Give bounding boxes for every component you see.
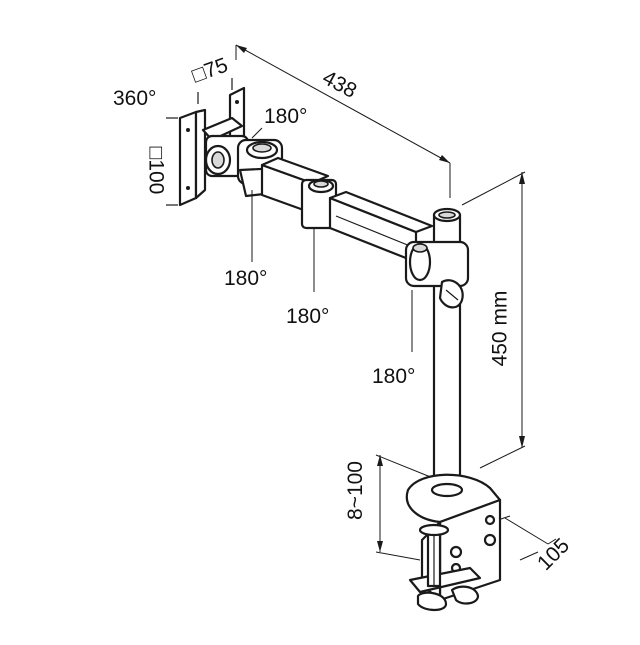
arm-length-dimension [235,44,451,198]
rotation-360-label: 360° [113,87,157,110]
vesa-100-label: □100 [144,146,168,195]
arm-segment-rear [328,190,434,264]
joint1-rotation-label: 180° [224,267,268,290]
desk-clamp [405,473,502,612]
rotation-leaders [251,127,413,352]
clamp-range-dimension [375,454,439,561]
pole-collar [404,240,470,309]
arm-segment-front [260,156,338,230]
pole-height-label: 450 mm [488,290,512,367]
pole-height-dimension [461,171,526,469]
tilt-rotation-label: 180° [264,105,308,128]
vesa-plate [166,78,246,207]
pole-rotation-label: 180° [372,365,416,388]
tilt-head [204,134,284,198]
joint2-rotation-label: 180° [286,305,330,328]
clamp-range-label: 8~100 [343,461,367,520]
